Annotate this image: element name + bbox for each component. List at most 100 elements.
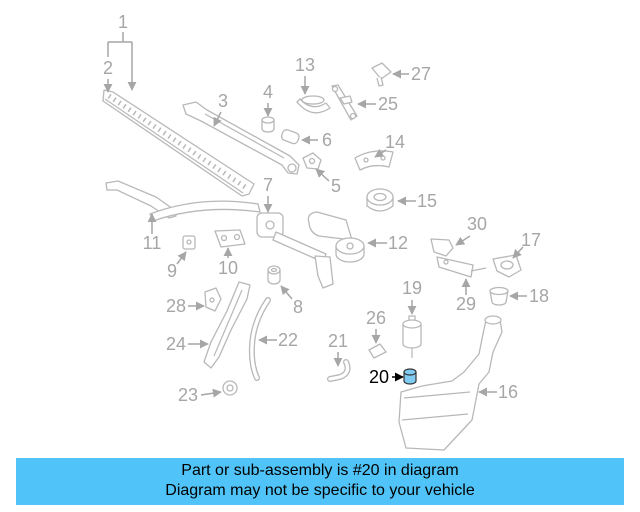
callout-leader — [280, 285, 293, 300]
callout-13: 13 — [295, 55, 315, 95]
callout-label: 24 — [166, 334, 186, 354]
callout-label: 19 — [402, 278, 422, 298]
part-16-washer-reservoir — [398, 315, 503, 451]
clip-hole — [186, 239, 192, 245]
part-12-wiper-motor — [307, 211, 365, 263]
link-end-top — [331, 85, 339, 93]
sensor-body — [430, 238, 454, 257]
reservoir-seam-upper — [403, 391, 471, 399]
callout-26: 26 — [366, 308, 386, 344]
grommet-hole — [373, 192, 387, 202]
callout-25: 25 — [357, 94, 398, 114]
part-26-connector — [368, 343, 387, 359]
callout-label: 12 — [388, 233, 408, 253]
callout-label: 1 — [118, 12, 128, 32]
part-24-panel — [203, 281, 251, 369]
part-10-mount-bracket — [214, 229, 246, 248]
bushing-hole — [270, 267, 278, 273]
wiper-arm-pivot — [287, 163, 297, 173]
nut-body — [280, 129, 300, 145]
callout-label: 18 — [529, 286, 549, 306]
part-22-hose — [248, 297, 271, 381]
banner-disclaimer-text: Diagram may not be specific to your vehi… — [165, 482, 475, 499]
linkage-rod — [149, 200, 261, 222]
callout-label: 15 — [417, 191, 437, 211]
callout-22: 22 — [258, 330, 298, 350]
callout-label: 11 — [143, 233, 162, 253]
callout-leader — [200, 388, 222, 398]
callout-leader — [512, 246, 524, 259]
callout-2: 2 — [103, 58, 113, 93]
callout-label: 6 — [322, 130, 332, 150]
long-bracket-hole — [443, 259, 449, 265]
wiper-blade-rubber — [104, 98, 244, 194]
callout-27: 27 — [392, 64, 431, 84]
callout-label: 9 — [167, 261, 177, 281]
callout-label: 17 — [521, 230, 541, 250]
banner-part-reference-text: Part or sub-assembly is #20 in diagram — [181, 462, 459, 479]
cap-top — [261, 116, 275, 124]
filler-cap-top — [489, 286, 509, 296]
callout-14: 14 — [374, 132, 405, 158]
part-18-filler-cap — [489, 286, 509, 306]
long-bracket-tab — [470, 267, 487, 272]
callout-leader — [315, 168, 330, 182]
callout-21: 21 — [328, 331, 348, 367]
part-illustrations — [102, 62, 522, 451]
bracket-hole — [308, 157, 316, 165]
seal-top — [403, 368, 417, 376]
part-25-link-clip — [331, 84, 358, 121]
callout-1: 1 — [107, 12, 137, 91]
elbow-inner — [328, 360, 350, 381]
callout-leader — [374, 148, 387, 158]
part-5-bracket — [302, 152, 322, 170]
part-13-clip — [296, 95, 331, 114]
callout-label: 21 — [328, 331, 348, 351]
callout-label: 23 — [178, 385, 198, 405]
plate-hole-right — [380, 155, 386, 161]
part-21-hose-elbow — [327, 359, 351, 382]
callout-15: 15 — [397, 191, 437, 211]
part-4-cap — [261, 116, 275, 133]
callout-bracket — [107, 32, 132, 57]
long-bracket-body — [436, 256, 474, 278]
part-7-wiper-linkage — [149, 200, 334, 289]
motor-body — [307, 211, 353, 241]
plate-hole-left — [363, 157, 369, 163]
callout-8: 8 — [280, 285, 303, 317]
callout-28: 28 — [166, 296, 205, 316]
callout-17: 17 — [512, 230, 541, 259]
callout-24: 24 — [166, 334, 209, 354]
callout-12: 12 — [367, 233, 408, 253]
callout-18: 18 — [509, 286, 549, 306]
callout-23: 23 — [178, 385, 222, 405]
callout-label: 13 — [295, 55, 315, 75]
cap-bracket-ring — [500, 260, 514, 270]
part-29-bracket — [436, 256, 487, 278]
part-8-bushing — [267, 265, 281, 285]
part-30-sensor — [430, 238, 454, 257]
clip-ring — [301, 95, 325, 105]
part-info-banner: Part or sub-assembly is #20 in diagram D… — [16, 458, 624, 505]
callout-label: 10 — [218, 258, 238, 278]
part-9-clip — [182, 235, 196, 250]
linkage-crank — [314, 255, 334, 289]
pump-top — [402, 319, 422, 329]
callout-11: 11 — [143, 213, 162, 253]
connector-body — [371, 62, 392, 80]
callout-label: 4 — [263, 82, 273, 102]
part-19-washer-pump — [402, 315, 422, 358]
link-end-bottom — [349, 112, 357, 120]
callout-label: 5 — [331, 176, 341, 196]
callout-16: 16 — [478, 382, 518, 402]
wiper-arm-body — [182, 101, 300, 175]
callout-10: 10 — [218, 247, 238, 278]
mount-bracket-hole-right — [233, 233, 241, 241]
callout-label: 27 — [411, 64, 431, 84]
callout-label: 16 — [498, 382, 518, 402]
part-17-cap-bracket — [492, 254, 522, 278]
part-2-wiper-blade — [102, 89, 255, 197]
link-elbow — [339, 95, 353, 105]
part-11-nozzle-arm — [105, 180, 177, 219]
callout-leader — [455, 235, 471, 246]
